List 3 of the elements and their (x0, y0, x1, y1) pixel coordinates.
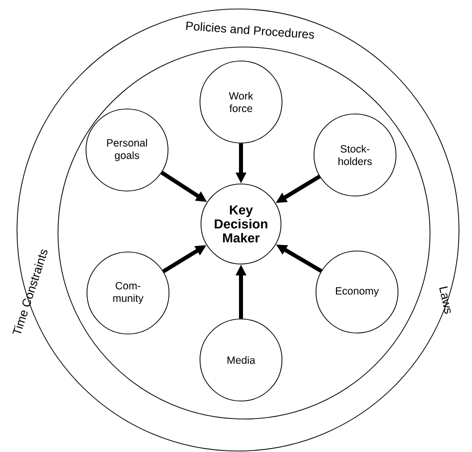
band-label: Policies and Procedures (186, 22, 314, 39)
band-label: Laws (439, 286, 451, 314)
inner-circle (58, 46, 430, 420)
